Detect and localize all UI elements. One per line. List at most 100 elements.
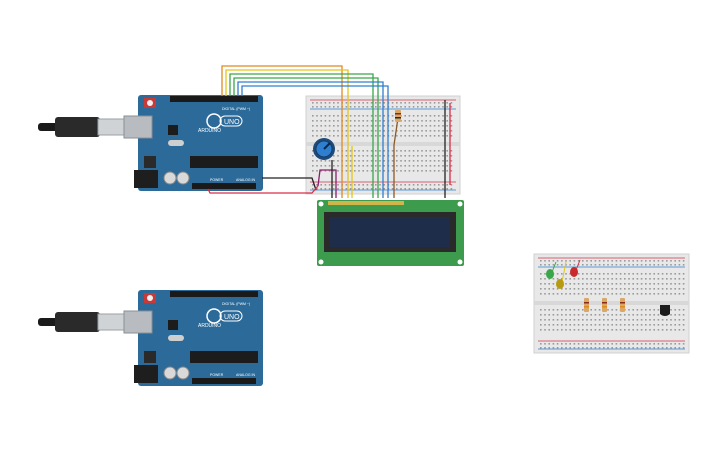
breadboard-hole: [404, 115, 406, 117]
lcd-16x2[interactable]: [317, 200, 464, 266]
led-red[interactable]: [570, 259, 581, 277]
breadboard-hole: [594, 273, 597, 275]
breadboard-hole: [653, 319, 655, 321]
breadboard-hole: [438, 102, 440, 104]
breadboard-hole: [396, 184, 398, 186]
breadboard-hole: [312, 188, 314, 190]
breadboard-hole: [577, 329, 580, 331]
breadboard-hole: [540, 314, 542, 316]
breadboard-hole: [442, 125, 444, 127]
breadboard-hole: [429, 160, 432, 162]
breadboard-right[interactable]: [533, 253, 690, 354]
breadboard-hole: [333, 106, 335, 108]
breadboard-hole: [370, 120, 373, 122]
breadboard-hole: [320, 165, 322, 167]
breadboard-hole: [450, 184, 453, 186]
breadboard-hole: [362, 170, 364, 172]
arduino-uno-bottom[interactable]: ARDUINO UNO DIGITAL (PWM ~) POWER ANALOG…: [123, 290, 263, 386]
resistor-3[interactable]: [620, 298, 625, 312]
breadboard-hole: [320, 106, 322, 108]
breadboard-hole: [383, 160, 385, 162]
breadboard-hole: [349, 135, 352, 137]
breadboard-hole: [573, 329, 576, 331]
breadboard-hole: [615, 278, 618, 280]
usb-cable-bottom[interactable]: [38, 312, 125, 332]
breadboard-hole: [366, 115, 369, 117]
led-yellow[interactable]: [556, 261, 567, 289]
breadboard-hole: [594, 278, 597, 280]
breadboard-hole: [362, 165, 364, 167]
breadboard-hole: [548, 314, 550, 316]
breadboard-hole: [404, 106, 406, 108]
breadboard-hole: [433, 155, 436, 157]
breadboard-hole: [379, 150, 381, 152]
breadboard-hole: [682, 309, 685, 311]
breadboard-hole: [544, 283, 546, 285]
breadboard-hole: [670, 288, 672, 290]
breadboard-hole: [611, 343, 613, 345]
breadboard-hole: [565, 343, 567, 345]
resistor-lcd[interactable]: [395, 110, 401, 122]
breadboard-hole: [396, 102, 398, 104]
breadboard-hole: [640, 309, 643, 311]
breadboard-hole: [429, 155, 432, 157]
breadboard-hole: [337, 150, 339, 152]
arduino-uno-top[interactable]: ARDUINO UNO DIGITAL (PWM ~) POWER ANALOG…: [123, 95, 263, 191]
breadboard-hole: [666, 324, 668, 326]
breadboard-hole: [438, 160, 440, 162]
breadboard-hole: [653, 343, 655, 345]
breadboard-hole: [349, 184, 352, 186]
breadboard-hole: [645, 343, 647, 345]
breadboard-hole: [354, 184, 356, 186]
resistor-1[interactable]: [584, 298, 589, 312]
breadboard-hole: [649, 288, 651, 290]
breadboard-hole: [391, 150, 394, 152]
breadboard-hole: [417, 170, 419, 172]
breadboard-hole: [611, 260, 613, 262]
breadboard-hole: [674, 314, 676, 316]
breadboard-hole: [678, 319, 681, 321]
breadboard-hole: [312, 130, 314, 132]
breadboard-hole: [619, 324, 622, 326]
breadboard-hole: [316, 102, 318, 104]
breadboard-hole: [328, 160, 331, 162]
breadboard-hole: [362, 125, 364, 127]
resistor-2[interactable]: [602, 298, 607, 312]
breadboard-hole: [544, 288, 546, 290]
wires-top[interactable]: [207, 65, 451, 198]
breadboard-hole: [548, 293, 550, 295]
breadboard-hole: [624, 293, 626, 295]
breadboard-hole: [565, 283, 567, 285]
breadboard-hole: [337, 106, 339, 108]
breadboard-hole: [607, 324, 609, 326]
breadboard-hole: [312, 102, 314, 104]
arduino-power-label: POWER: [210, 373, 224, 377]
breadboard-hole: [379, 135, 381, 137]
breadboard-hole: [442, 170, 444, 172]
breadboard-hole: [603, 293, 605, 295]
breadboard-hole: [577, 293, 580, 295]
breadboard-hole: [383, 165, 385, 167]
potentiometer[interactable]: [313, 138, 335, 160]
breadboard-hole: [661, 343, 664, 345]
temperature-sensor[interactable]: [660, 305, 670, 316]
breadboard-hole: [636, 343, 639, 345]
breadboard-hole: [682, 347, 685, 349]
breadboard-hole: [649, 329, 651, 331]
breadboard-hole: [379, 102, 381, 104]
breadboard-hole: [674, 273, 676, 275]
breadboard-hole: [366, 120, 369, 122]
breadboard-hole: [582, 273, 584, 275]
breadboard-hole: [425, 135, 427, 137]
led-green[interactable]: [546, 261, 557, 279]
breadboard-hole: [404, 160, 406, 162]
breadboard-hole: [565, 273, 567, 275]
breadboard-hole: [362, 106, 364, 108]
breadboard-hole: [603, 314, 605, 316]
breadboard-hole: [645, 278, 647, 280]
breadboard-hole: [408, 106, 411, 108]
breadboard-hole: [375, 160, 377, 162]
usb-cable-top[interactable]: [38, 117, 125, 137]
